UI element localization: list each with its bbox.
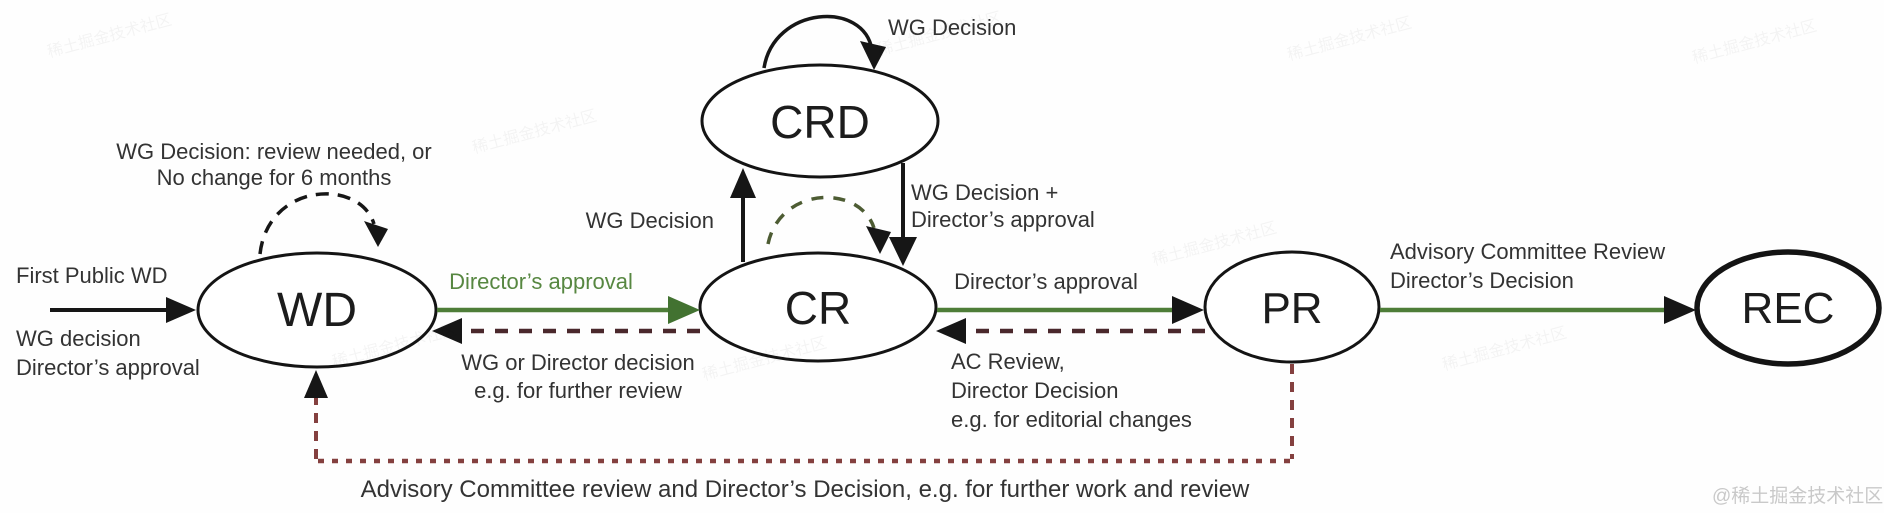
node-rec-label: REC [1741, 284, 1835, 333]
arrowhead-back-into-wd [432, 318, 462, 344]
node-wd-ellipse [196, 251, 438, 369]
label-cr-to-pr: Director’s approval [954, 269, 1138, 294]
label-wd-self-loop: WG Decision: review needed, or No change… [98, 139, 450, 191]
edge-first-public-wd [50, 297, 196, 323]
arrowhead-into-cr-top [889, 237, 917, 266]
arrowhead-into-crd [730, 168, 756, 198]
label-wd-self-loop-line2: No change for 6 months [156, 165, 392, 190]
edge-cr-self-loop-dashed [766, 195, 891, 254]
label-pr-to-cr-line3: e.g. for editorial changes [951, 407, 1192, 432]
label-wd-to-cr: Director’s approval [449, 269, 633, 294]
label-crd-self-loop: WG Decision [888, 15, 1017, 40]
label-crd-to-cr-line2: Director’s approval [911, 207, 1095, 232]
label-pr-to-cr: AC Review, Director Decision e.g. for ed… [951, 347, 1192, 434]
label-pr-to-wd: Advisory Committee review and Director’s… [360, 476, 1250, 503]
label-cr-to-crd: WG Decision [585, 208, 714, 233]
edge-pr-to-rec-green [1380, 296, 1696, 324]
node-cr-label: CR [784, 282, 852, 334]
label-crd-to-cr: WG Decision + Director’s approval [911, 179, 1095, 233]
label-wd-self-loop-line1: WG Decision: review needed, or [116, 139, 432, 164]
arrowhead-wd-self [364, 221, 388, 247]
label-pr-to-rec-line2: Director’s Decision [1390, 268, 1574, 293]
node-wd-label: WD [277, 284, 357, 337]
label-cr-to-wd-line1: WG or Director decision [461, 350, 695, 375]
node-rec-ellipse [1694, 249, 1882, 367]
label-wg-decision-in: WG decision [16, 326, 141, 351]
node-crd-ellipse [700, 63, 940, 179]
node-crd-label: CRD [770, 96, 870, 148]
label-pr-to-rec-line1: Advisory Committee Review [1390, 239, 1666, 264]
edge-cr-to-wd-dashed [432, 318, 700, 344]
arrowhead-into-pr [1172, 296, 1204, 324]
arrowhead-into-wd-bottom [304, 370, 328, 398]
node-pr-ellipse [1203, 250, 1381, 364]
arrowhead-crd-self [860, 41, 886, 70]
corner-watermark: @稀土掘金技术社区 [1712, 486, 1884, 507]
label-pr-to-cr-line2: Director Decision [951, 378, 1119, 403]
arrowhead-into-cr [668, 296, 700, 324]
node-cr-ellipse [698, 251, 938, 363]
label-pr-to-cr-line1: AC Review, [951, 349, 1065, 374]
arrowhead-into-rec [1664, 296, 1696, 324]
label-cr-to-wd: WG or Director decision e.g. for further… [444, 349, 712, 405]
label-pr-to-rec: Advisory Committee Review Director’s Dec… [1390, 237, 1665, 295]
label-crd-to-cr-line1: WG Decision + [911, 180, 1059, 205]
edge-crd-to-cr [889, 163, 917, 266]
edge-crd-self-loop [762, 14, 886, 70]
label-directors-approval-in: Director’s approval [16, 355, 200, 380]
arrowhead-cr-self [866, 226, 891, 254]
arrowhead-back-into-cr [936, 318, 966, 344]
arrowhead-into-wd [166, 297, 196, 323]
label-cr-to-wd-line2: e.g. for further review [474, 378, 682, 403]
edge-pr-to-wd-dotted [304, 364, 1294, 464]
edge-cr-to-crd [730, 168, 756, 262]
node-pr-label: PR [1261, 284, 1323, 333]
edge-pr-to-cr-dashed [936, 318, 1205, 344]
label-first-public-wd: First Public WD [16, 263, 168, 288]
edge-cr-to-pr-green [937, 296, 1204, 324]
edge-wd-to-cr-green [437, 296, 700, 324]
edge-wd-self-loop [258, 192, 388, 255]
